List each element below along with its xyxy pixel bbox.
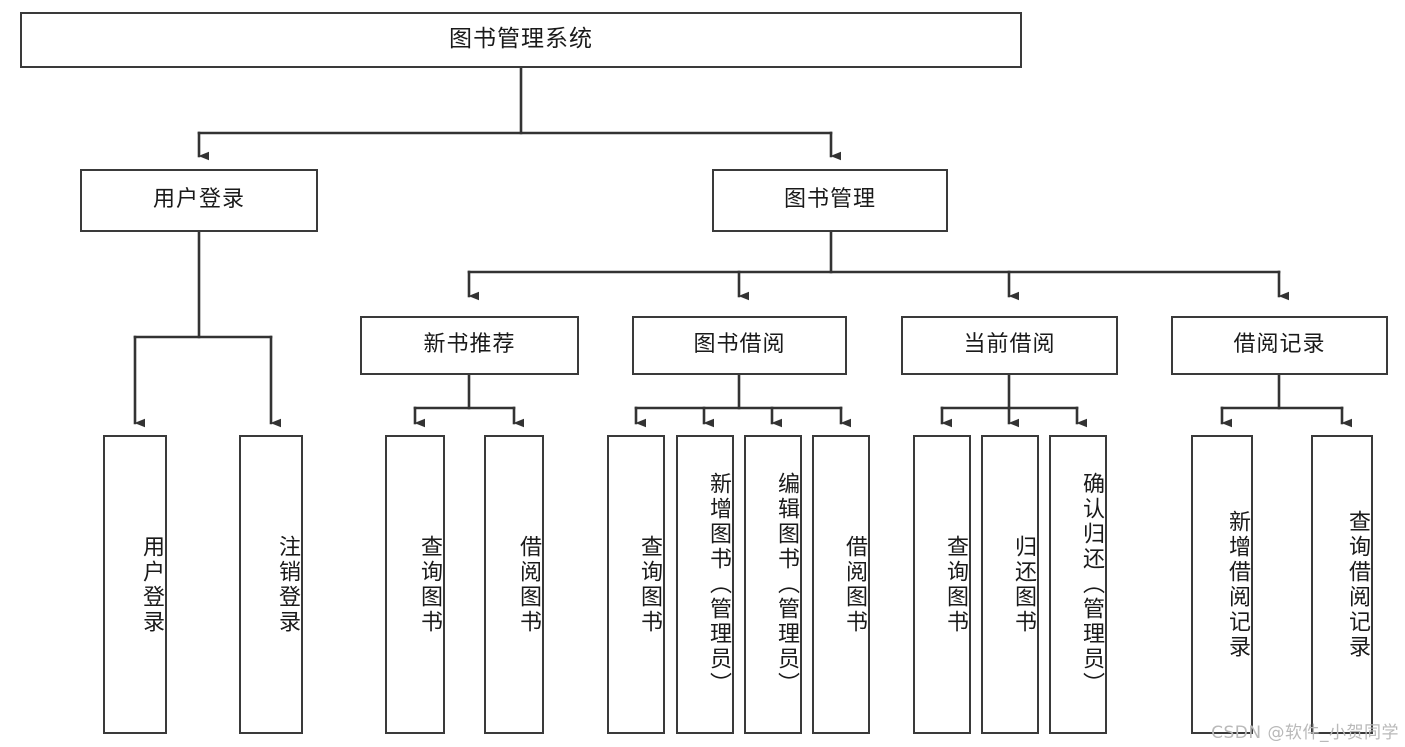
node-leaf-borrow-book-1[interactable]: 借阅图书: [484, 435, 544, 734]
node-label: 图书管理系统: [449, 26, 593, 53]
node-user-login[interactable]: 用户登录: [80, 169, 318, 232]
node-label: 确认归还（管理员）: [1079, 472, 1104, 697]
node-label: 查询图书: [943, 534, 968, 635]
node-leaf-query-book-2[interactable]: 查询图书: [607, 435, 665, 734]
node-label: 新增借阅记录: [1225, 509, 1250, 660]
node-borrow-record[interactable]: 借阅记录: [1171, 316, 1388, 375]
node-leaf-add-book[interactable]: 新增图书（管理员）: [676, 435, 734, 734]
node-leaf-return-book[interactable]: 归还图书: [981, 435, 1039, 734]
node-label: 查询借阅记录: [1345, 509, 1370, 660]
node-label: 图书借阅: [693, 332, 786, 358]
node-leaf-query-record[interactable]: 查询借阅记录: [1311, 435, 1373, 734]
node-leaf-query-book-1[interactable]: 查询图书: [385, 435, 445, 734]
node-label: 注销登录: [275, 534, 300, 635]
node-label: 新增图书（管理员）: [706, 472, 731, 697]
node-label: 归还图书: [1011, 534, 1036, 635]
node-label: 查询图书: [417, 534, 442, 635]
node-leaf-query-book-3[interactable]: 查询图书: [913, 435, 971, 734]
node-leaf-borrow-book-2[interactable]: 借阅图书: [812, 435, 870, 734]
node-label: 借阅记录: [1233, 332, 1326, 358]
node-current-borrow[interactable]: 当前借阅: [901, 316, 1118, 375]
node-label: 借阅图书: [516, 534, 541, 635]
node-root-system[interactable]: 图书管理系统: [20, 12, 1022, 68]
node-label: 新书推荐: [423, 332, 516, 358]
node-leaf-logout[interactable]: 注销登录: [239, 435, 303, 734]
node-new-book-recommend[interactable]: 新书推荐: [360, 316, 579, 375]
node-label: 图书管理: [783, 187, 876, 213]
node-leaf-add-record[interactable]: 新增借阅记录: [1191, 435, 1253, 734]
node-label: 当前借阅: [963, 332, 1056, 358]
node-label: 编辑图书（管理员）: [774, 472, 799, 697]
node-label: 用户登录: [139, 534, 164, 635]
node-book-manage[interactable]: 图书管理: [712, 169, 948, 232]
node-book-borrow[interactable]: 图书借阅: [632, 316, 847, 375]
node-label: 查询图书: [637, 534, 662, 635]
node-label: 用户登录: [152, 187, 245, 213]
node-leaf-user-login[interactable]: 用户登录: [103, 435, 167, 734]
node-leaf-edit-book[interactable]: 编辑图书（管理员）: [744, 435, 802, 734]
node-leaf-confirm-return[interactable]: 确认归还（管理员）: [1049, 435, 1107, 734]
csdn-watermark: CSDN @软件_小贺同学: [1211, 723, 1399, 743]
node-label: 借阅图书: [842, 534, 867, 635]
